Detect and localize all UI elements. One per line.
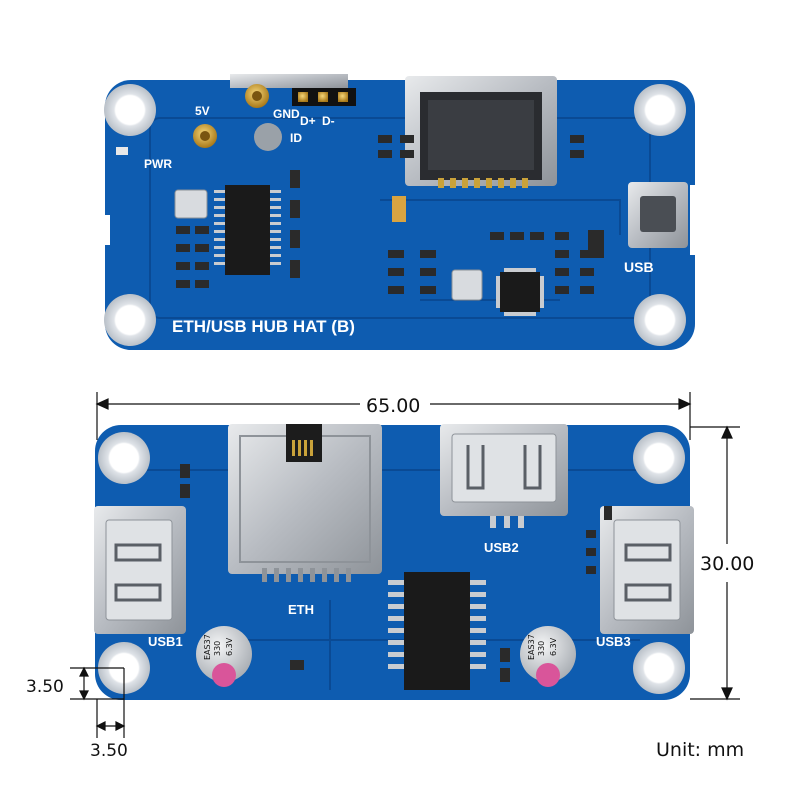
mounting-hole [633, 432, 685, 484]
capacitor-text: EAS37 [527, 634, 536, 660]
pwr-led [116, 147, 128, 155]
label-pwr: PWR [144, 157, 172, 171]
top-board: PWR 5V GND D+ D- ID USB ETH/USB HUB HAT … [100, 74, 700, 350]
dimension-annotations [70, 392, 740, 738]
id-test-pad [254, 123, 282, 151]
micro-usb-port [628, 182, 688, 248]
eth-jack [228, 424, 382, 582]
pogo-pin-top [245, 84, 269, 108]
header-pins [292, 88, 356, 106]
label-id: ID [290, 131, 302, 145]
unit-label: Unit: mm [656, 739, 744, 761]
electrolytic-capacitor: EAS37 330 6.3V [520, 626, 576, 687]
label-eth: ETH [288, 602, 314, 617]
mounting-hole [634, 294, 686, 346]
label-d-minus: D- [322, 114, 335, 128]
pogo-pin-5v [193, 124, 217, 148]
mounting-hole [633, 642, 685, 694]
board-title: ETH/USB HUB HAT (B) [172, 317, 355, 336]
capacitor-text: 330 [213, 641, 222, 656]
capacitor-text: EAS37 [203, 634, 212, 660]
crystal [174, 189, 208, 219]
crystal [451, 269, 483, 301]
smd-components [176, 135, 604, 294]
top-edge-connector [230, 74, 348, 88]
mounting-hole [98, 432, 150, 484]
usb2-port [440, 424, 568, 528]
tantalum-capacitor [392, 196, 406, 222]
hub-controller-chip [214, 185, 281, 275]
dimension-height: 30.00 [700, 553, 754, 575]
usb-switch-chip [388, 572, 486, 690]
mounting-hole [104, 84, 156, 136]
ethernet-controller-chip [496, 268, 544, 316]
label-usb1: USB1 [148, 634, 183, 649]
label-gnd: GND [273, 107, 300, 121]
electrolytic-capacitor: EAS37 330 6.3V [196, 626, 252, 687]
dimension-hole-offset-x: 3.50 [90, 741, 128, 761]
label-usb: USB [624, 259, 654, 275]
dimension-width: 65.00 [366, 395, 420, 417]
capacitor-text: 330 [537, 641, 546, 656]
usb3-port [600, 506, 694, 634]
label-5v: 5V [195, 104, 210, 118]
mounting-hole [104, 294, 156, 346]
smd-components [180, 464, 612, 682]
mounting-hole [634, 84, 686, 136]
dimension-hole-offset-y: 3.50 [26, 677, 64, 697]
label-d-plus: D+ [300, 114, 316, 128]
rj45-jack [405, 76, 557, 188]
bottom-board: EAS37 330 6.3V EAS37 330 6.3V USB1 USB2 … [94, 424, 694, 700]
label-usb2: USB2 [484, 540, 519, 555]
capacitor-text: 6.3V [549, 637, 558, 656]
capacitor-text: 6.3V [225, 637, 234, 656]
label-usb3: USB3 [596, 634, 631, 649]
usb1-port [94, 506, 186, 634]
